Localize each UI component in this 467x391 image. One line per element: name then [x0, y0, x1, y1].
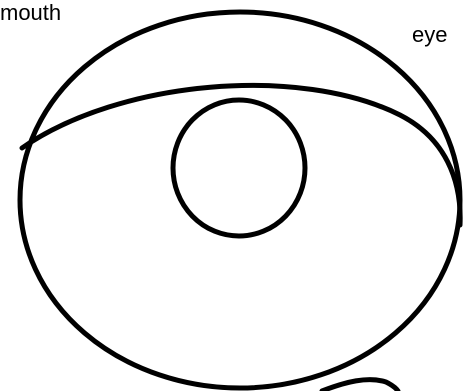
eyeball-outline — [20, 12, 460, 388]
eyelid-curve — [22, 85, 460, 225]
bottom-arc-fragment — [322, 380, 398, 391]
eye-label: eye — [412, 24, 447, 46]
iris-circle — [173, 100, 305, 236]
mouth-label: mouth — [0, 2, 61, 24]
